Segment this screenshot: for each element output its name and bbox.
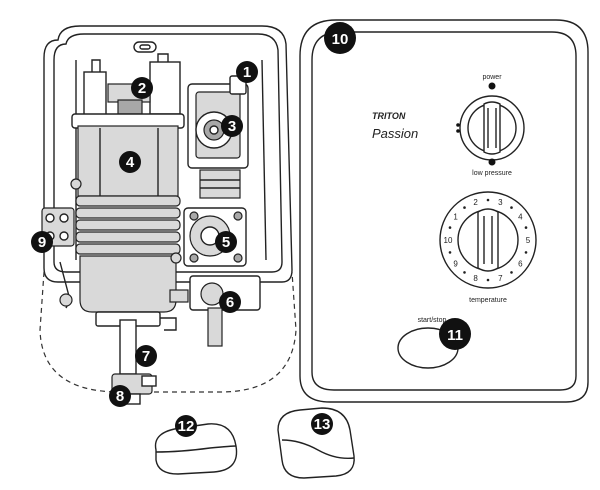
callout-9-badge bbox=[31, 231, 53, 253]
callout-6-number: 6 bbox=[226, 294, 234, 311]
temperature-scale-label: 7 bbox=[498, 274, 503, 283]
temperature-scale-label: 8 bbox=[473, 274, 478, 283]
temperature-label: temperature bbox=[469, 297, 507, 304]
callout-9: 9 bbox=[31, 231, 53, 253]
power-off-dot-bottom bbox=[456, 129, 460, 133]
temperature-scale-label: 5 bbox=[526, 236, 531, 245]
callout-13-number: 13 bbox=[314, 416, 331, 433]
callout-4: 4 bbox=[119, 151, 141, 173]
callout-9-number: 9 bbox=[38, 234, 46, 251]
temperature-scale-label: 3 bbox=[498, 198, 503, 207]
callout-12-badge bbox=[175, 415, 197, 437]
left-end-cap bbox=[154, 423, 238, 475]
callout-7: 7 bbox=[135, 345, 157, 367]
heater-ribs bbox=[75, 195, 181, 255]
callout-13: 13 bbox=[311, 413, 333, 435]
front-cover: TRITON Passion power low pressure 10 1 2 3 4… bbox=[299, 19, 589, 403]
temperature-scale-dot bbox=[463, 271, 466, 274]
temperature-scale-dot bbox=[510, 206, 513, 209]
callout-2: 2 bbox=[131, 77, 153, 99]
temperature-scale-label: 10 bbox=[444, 236, 453, 245]
callout-8-badge bbox=[109, 385, 131, 407]
low-pressure-label: low pressure bbox=[472, 170, 512, 177]
start-stop-label: start/stop bbox=[418, 317, 447, 324]
callout-11-number: 11 bbox=[447, 327, 463, 344]
temperature-scale-label: 4 bbox=[518, 213, 523, 222]
callout-8: 8 bbox=[109, 385, 131, 407]
flow-valve bbox=[183, 207, 247, 267]
callout-3-badge bbox=[221, 115, 243, 137]
temperature-scale-dot bbox=[463, 206, 466, 209]
temperature-scale-label: 2 bbox=[473, 198, 478, 207]
power-off-dot-top bbox=[456, 123, 460, 127]
power-label: power bbox=[482, 74, 502, 81]
temperature-scale: 10 1 2 3 4 5 6 7 8 9 bbox=[444, 198, 531, 283]
callout-11-badge bbox=[439, 318, 471, 350]
callout-2-number: 2 bbox=[138, 80, 146, 97]
temperature-scale-dot bbox=[486, 198, 490, 202]
callout-3: 3 bbox=[221, 115, 243, 137]
callout-5: 5 bbox=[215, 231, 237, 253]
callout-4-badge bbox=[119, 151, 141, 173]
solenoid-valve-assembly bbox=[187, 75, 249, 199]
power-indicator bbox=[488, 82, 496, 90]
callout-4-number: 4 bbox=[126, 154, 135, 171]
callout-6: 6 bbox=[219, 291, 241, 313]
callout-10: 10 bbox=[324, 22, 356, 54]
temperature-scale-dot bbox=[448, 251, 452, 254]
callout-12: 12 bbox=[175, 415, 197, 437]
temperature-scale-dot bbox=[524, 226, 528, 229]
temperature-scale-dot bbox=[524, 251, 528, 254]
temperature-scale-dot bbox=[448, 226, 452, 229]
callout-2-badge bbox=[131, 77, 153, 99]
power-knob[interactable] bbox=[459, 95, 525, 161]
temperature-scale-dot bbox=[510, 271, 513, 274]
brand-label: TRITON bbox=[372, 111, 406, 121]
callout-6-badge bbox=[219, 291, 241, 313]
callout-7-badge bbox=[135, 345, 157, 367]
heater-can bbox=[70, 113, 185, 327]
temperature-scale-dot bbox=[486, 278, 490, 282]
callout-10-badge bbox=[324, 22, 356, 54]
callout-12-number: 12 bbox=[178, 418, 195, 435]
temperature-scale-label: 1 bbox=[453, 213, 458, 222]
callout-1-number: 1 bbox=[243, 64, 251, 81]
callout-5-number: 5 bbox=[222, 234, 230, 251]
callout-5-badge bbox=[215, 231, 237, 253]
model-label: Passion bbox=[372, 126, 418, 141]
callout-7-number: 7 bbox=[142, 348, 150, 365]
callout-3-number: 3 bbox=[228, 118, 236, 135]
callout-10-number: 10 bbox=[332, 31, 349, 48]
temperature-scale-label: 6 bbox=[518, 260, 523, 269]
callout-1: 1 bbox=[236, 61, 258, 83]
callout-13-badge bbox=[311, 413, 333, 435]
callout-1-badge bbox=[236, 61, 258, 83]
low-pressure-indicator bbox=[488, 158, 496, 166]
callout-11: 11 bbox=[439, 318, 471, 350]
temperature-knob[interactable] bbox=[439, 191, 537, 289]
temperature-scale-label: 9 bbox=[453, 260, 458, 269]
callout-8-number: 8 bbox=[116, 388, 124, 405]
right-end-cap bbox=[277, 407, 355, 479]
